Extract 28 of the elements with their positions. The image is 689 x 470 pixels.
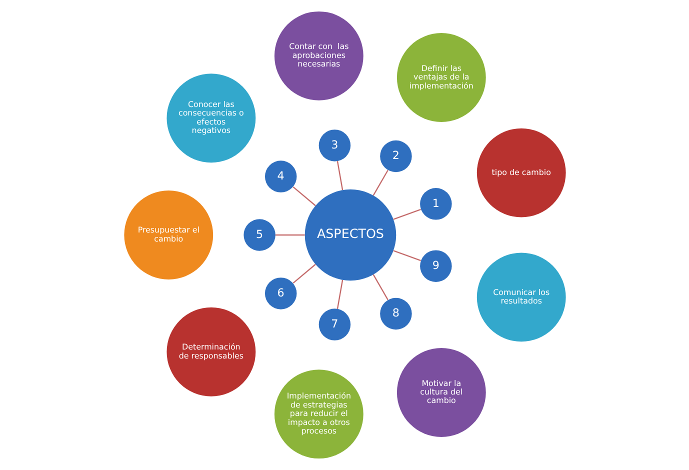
node-circle: 3 xyxy=(318,130,350,162)
connector xyxy=(275,234,304,236)
node-circle: 9 xyxy=(420,250,452,282)
connector xyxy=(372,274,388,300)
node-circle: 7 xyxy=(318,308,350,340)
node-circle: 4 xyxy=(264,160,296,192)
connector xyxy=(372,170,388,196)
node-circle: Definir las ventajas de la implementación xyxy=(396,33,486,122)
connector xyxy=(392,208,420,220)
connector xyxy=(292,186,316,206)
node-circle: Determinación de responsables xyxy=(166,307,256,396)
node-circle: 2 xyxy=(380,140,412,172)
connector xyxy=(336,161,343,190)
node-circle: 5 xyxy=(243,219,275,251)
node-circle: 1 xyxy=(420,188,452,220)
node-circle: Contar con las aprobaciones necesarias xyxy=(274,11,363,100)
node-circle: 8 xyxy=(380,298,412,330)
node-circle: Implementación de estrategias para reducir el impacto a otros procesos xyxy=(274,370,363,459)
node-circle: 6 xyxy=(264,278,296,310)
connector xyxy=(392,250,420,262)
node-circle: Motivar la cultura del cambio xyxy=(396,348,486,437)
node-circle: Presupuestar el cambio xyxy=(124,190,213,280)
node-circle: ASPECTOS xyxy=(304,189,396,281)
connector xyxy=(292,264,316,284)
connector xyxy=(336,280,343,309)
node-circle: Comunicar los resultados xyxy=(476,252,566,342)
node-circle: Conocer las consecuencias o efectos negativos xyxy=(166,74,256,163)
node-circle: tipo de cambio xyxy=(476,128,566,218)
